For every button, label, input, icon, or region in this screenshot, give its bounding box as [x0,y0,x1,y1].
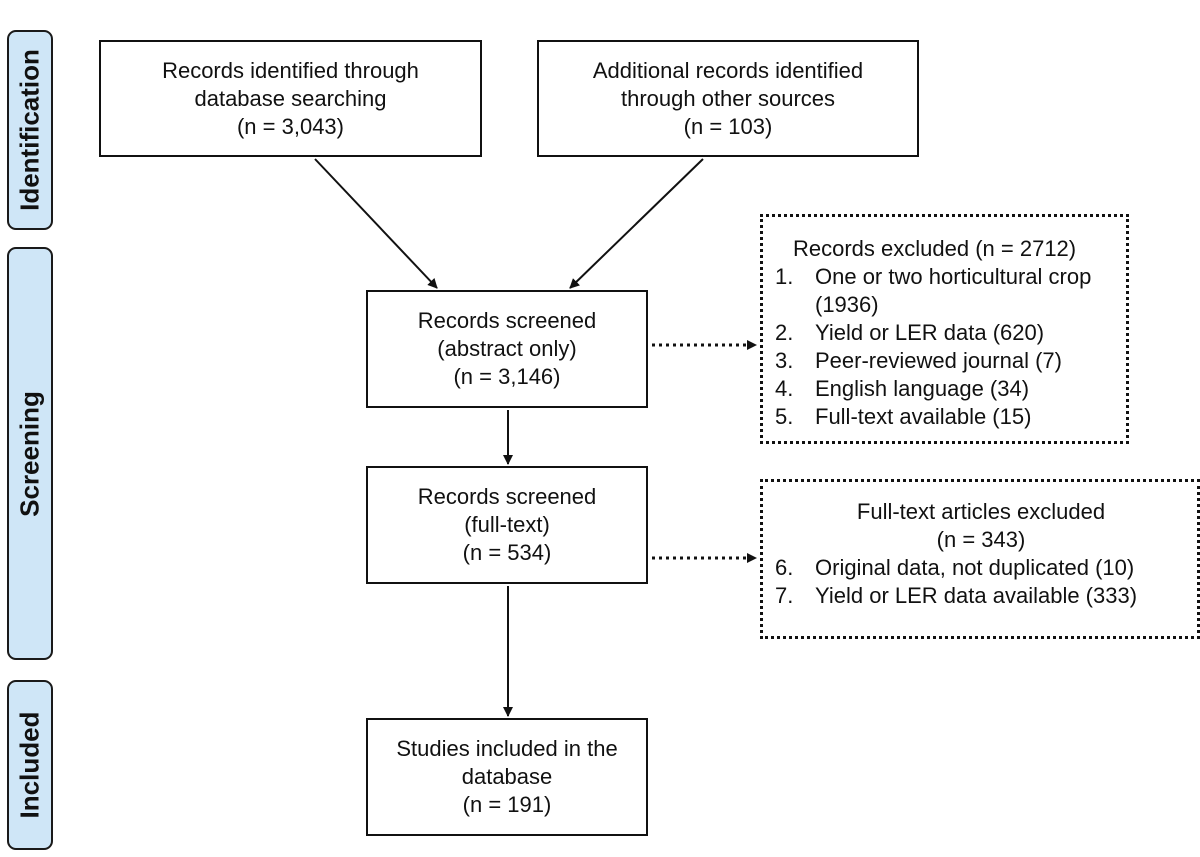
records-other-line1: Additional records identified [592,57,864,83]
exclusion-text: Full-text available (15) [815,404,1032,429]
records-database-box: Records identified through database sear… [99,40,482,157]
studies-included-line2: database [461,764,553,789]
studies-included-line1: Studies included in the [396,736,618,761]
exclusion-text: Yield or LER data (620) [815,320,1045,345]
exclusion-item: 5. Full-text available (15) [775,403,1116,431]
screened-abstract-line1: Records screened [417,308,597,333]
records-excluded-list: 1. One or two horticultural crop (1936) 2… [775,263,1116,431]
phase-included: Included [7,680,53,850]
exclusion-num: 3. [775,348,794,373]
screened-abstract-line2: (abstract only) [437,336,577,361]
exclusion-text: Yield or LER data available (333) [815,583,1138,608]
records-screened-fulltext-box: Records screened (full-text) (n = 534) [366,466,648,584]
records-excluded-title: Records excluded (n = 2712) [793,236,1077,261]
exclusion-item: 7. Yield or LER data available (333) [775,582,1187,610]
arrow-database-to-screened [314,158,438,289]
records-excluded-box: Records excluded (n = 2712) 1. One or two… [760,214,1129,444]
records-other-sources-box: Additional records identified through ot… [537,40,919,157]
exclusion-item: 2. Yield or LER data (620) [775,319,1116,347]
phase-identification: Identification [7,30,53,230]
screened-fulltext-line1: Records screened [417,484,597,509]
records-database-line1: Records identified through [162,57,419,83]
exclusion-text: Original data, not duplicated (10) [815,555,1135,580]
exclusion-num: 4. [775,376,794,401]
exclusion-num: 6. [775,555,794,580]
exclusion-num: 5. [775,404,794,429]
exclusion-text: English language (34) [815,376,1030,401]
phase-screening: Screening [7,247,53,660]
screened-fulltext-line2: (full-text) [464,512,550,537]
exclusion-item: 3. Peer-reviewed journal (7) [775,347,1116,375]
records-screened-abstract-box: Records screened (abstract only) (n = 3,… [366,290,648,408]
exclusion-text: Peer-reviewed journal (7) [815,348,1062,373]
records-database-count: (n = 3,043) [236,113,344,139]
records-other-count: (n = 103) [683,113,773,139]
exclusion-item: 4. English language (34) [775,375,1116,403]
screened-abstract-count: (n = 3,146) [453,364,561,389]
studies-included-box: Studies included in the database (n = 19… [366,718,648,836]
exclusion-num: 7. [775,583,794,608]
fulltext-excluded-count: (n = 343) [936,527,1026,552]
records-database-line2: database searching [194,85,387,111]
records-other-line2: through other sources [620,85,836,111]
exclusion-num: 1. [775,264,794,289]
fulltext-excluded-title: Full-text articles excluded [856,499,1106,524]
arrow-other-to-screened [569,158,704,289]
fulltext-excluded-box: Full-text articles excluded (n = 343) 6.… [760,479,1200,639]
exclusion-item: 1. One or two horticultural crop (1936) [775,263,1116,319]
exclusion-num: 2. [775,320,794,345]
exclusion-text: One or two horticultural crop (1936) [815,264,1092,317]
fulltext-excluded-list: 6. Original data, not duplicated (10) 7. Y… [775,554,1187,610]
screened-fulltext-count: (n = 534) [462,540,552,565]
exclusion-item: 6. Original data, not duplicated (10) [775,554,1187,582]
studies-included-count: (n = 191) [462,792,552,817]
